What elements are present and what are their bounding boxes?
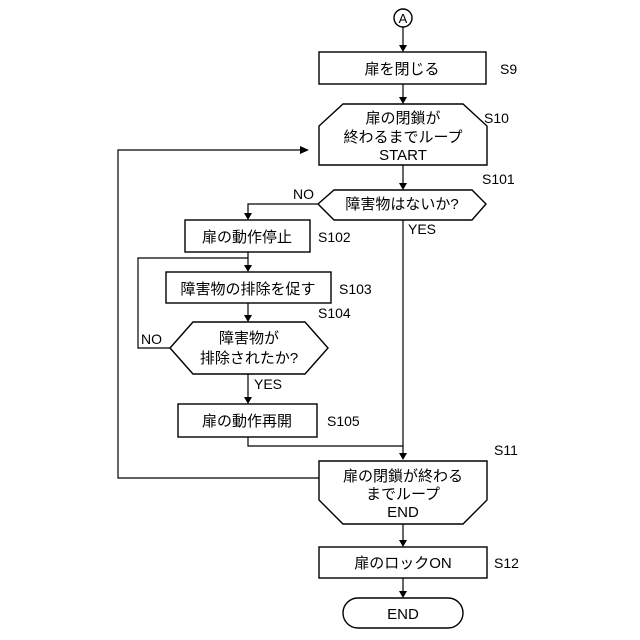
- arrowhead: [244, 213, 252, 220]
- end-terminal: END: [343, 598, 463, 628]
- arrowhead: [399, 591, 407, 598]
- step-s11: 扉の閉鎖が終わる までループ END S11: [319, 442, 518, 524]
- s102-label: 扉の動作停止: [202, 229, 292, 246]
- s9-step: S9: [500, 61, 517, 77]
- arrowhead: [399, 45, 407, 52]
- s105-label: 扉の動作再開: [202, 413, 292, 430]
- step-s105: 扉の動作再開 S105: [178, 404, 360, 437]
- arrowhead: [244, 265, 252, 272]
- s104-line-1: 障害物が: [219, 329, 279, 347]
- s12-step: S12: [494, 555, 519, 571]
- step-s101: 障害物はないか? S101 NO YES: [293, 171, 515, 237]
- step-s12: 扉のロックON S12: [319, 547, 519, 578]
- s104-line-2: 排除されたか?: [200, 350, 298, 367]
- end-label: END: [387, 606, 419, 623]
- s9-label: 扉を閉じる: [364, 61, 439, 78]
- s104-step: S104: [318, 305, 351, 321]
- s10-line-1: 扉の閉鎖が: [365, 110, 440, 127]
- arrowhead: [399, 453, 407, 460]
- s102-step: S102: [318, 229, 351, 245]
- flow-line: [248, 204, 318, 214]
- s11-line-3: END: [387, 504, 419, 521]
- s10-line-2: 終わるまでループ: [343, 129, 462, 146]
- arrowhead: [399, 97, 407, 104]
- s11-line-1: 扉の閉鎖が終わる: [343, 468, 463, 485]
- s101-no-label: NO: [293, 186, 314, 202]
- arrowhead: [244, 315, 252, 322]
- s101-label: 障害物はないか?: [345, 195, 458, 213]
- s11-step: S11: [494, 442, 518, 458]
- s10-line-3: START: [379, 147, 427, 164]
- flow-line: [248, 437, 403, 446]
- s103-step: S103: [339, 281, 372, 297]
- s12-label: 扉のロックON: [354, 555, 452, 572]
- s11-line-2: までループ: [366, 486, 440, 503]
- step-s103: 障害物の排除を促す S103: [166, 272, 372, 303]
- step-s10: 扉の閉鎖が 終わるまでループ START S10: [319, 104, 509, 165]
- s105-step: S105: [327, 413, 360, 429]
- step-s9: 扉を閉じる S9: [319, 52, 517, 84]
- s10-step: S10: [484, 110, 509, 126]
- s104-no-label: NO: [141, 331, 162, 347]
- step-s102: 扉の動作停止 S102: [185, 220, 351, 252]
- s101-yes-label: YES: [408, 221, 436, 237]
- arrowhead: [300, 146, 309, 154]
- s101-step: S101: [482, 171, 515, 187]
- arrowhead: [399, 540, 407, 547]
- s104-yes-label: YES: [254, 376, 282, 392]
- arrowhead: [399, 183, 407, 190]
- arrowhead: [244, 397, 252, 404]
- connector-label: A: [399, 11, 408, 26]
- s103-label: 障害物の排除を促す: [180, 280, 315, 298]
